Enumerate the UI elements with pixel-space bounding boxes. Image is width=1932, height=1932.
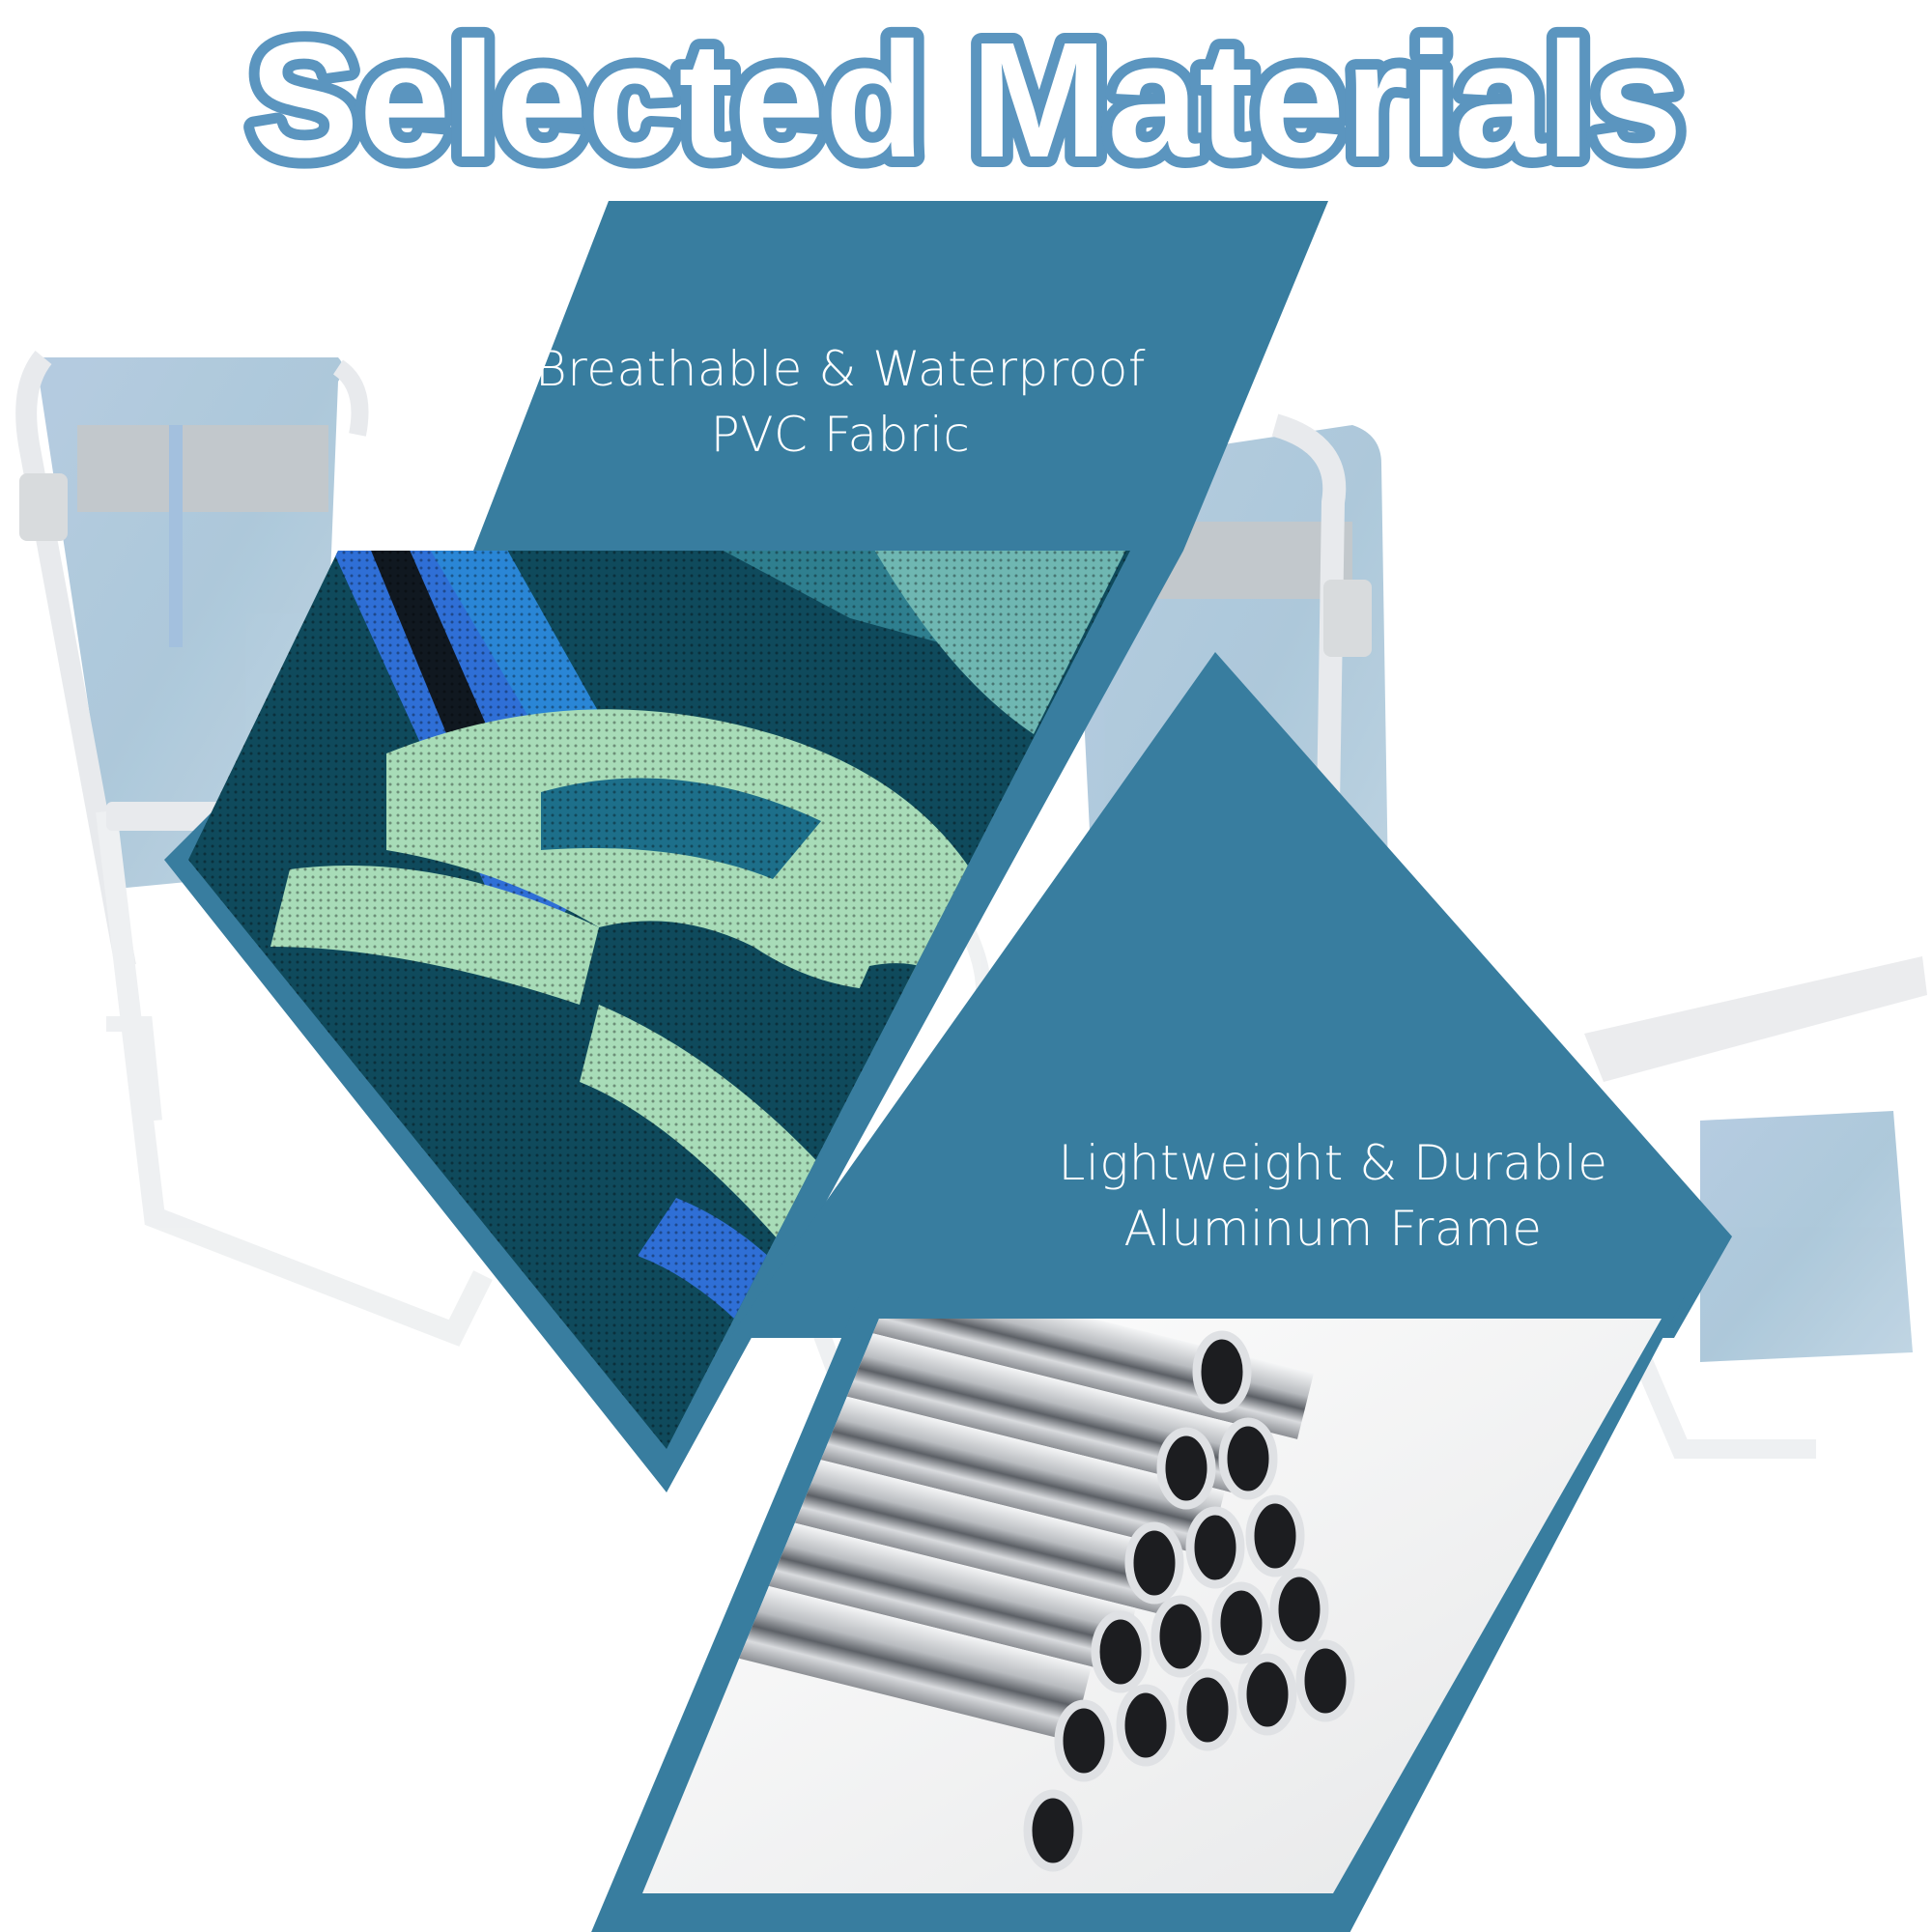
frame-caption: Lightweight & Durable Aluminum Frame (966, 1130, 1700, 1262)
tube-ends (1023, 1330, 1355, 1872)
frame-caption-line1: Lightweight & Durable (1058, 1135, 1608, 1191)
fabric-caption: Breathable & Waterproof PVC Fabric (425, 336, 1256, 468)
page-title: Selected Materials (0, 0, 1932, 193)
fabric-caption-line2: PVC Fabric (710, 407, 971, 463)
frame-caption-line2: Aluminum Frame (1123, 1201, 1543, 1257)
title-text: Selected Materials (249, 9, 1683, 192)
fabric-caption-line1: Breathable & Waterproof (535, 341, 1146, 397)
